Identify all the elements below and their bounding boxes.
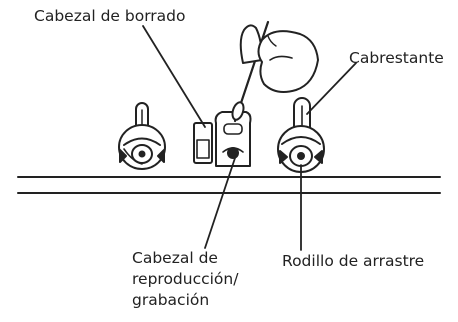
erase-head-label: Cabezal de borrado — [34, 7, 186, 25]
cotton-swab-tip — [231, 101, 245, 121]
playback-record-head-label: Cabezal de reproducción/ grabación — [132, 248, 238, 311]
hand-with-cotton-swab-icon — [231, 20, 319, 123]
pinch-roller-label: Rodillo de arrastre — [282, 252, 425, 270]
leader-playback-record-head — [204, 154, 237, 249]
erase-head-shape — [193, 122, 213, 164]
leader-erase-head — [142, 25, 206, 128]
hand-fingers — [257, 30, 319, 93]
left-guide-post — [118, 102, 166, 170]
leader-capstan — [306, 62, 357, 115]
tape-path — [17, 176, 441, 194]
playback-record-head-label-line-2: reproducción/ — [132, 270, 239, 288]
capstan-label: Cabrestante — [349, 49, 444, 67]
leader-lines — [142, 25, 357, 251]
playback-record-head-label-line-3: grabación — [132, 291, 210, 309]
playback-record-head-label-line-1: Cabezal de — [132, 249, 218, 267]
playback-record-head-shape — [214, 111, 252, 167]
capstan-pinch-roller — [277, 97, 325, 173]
